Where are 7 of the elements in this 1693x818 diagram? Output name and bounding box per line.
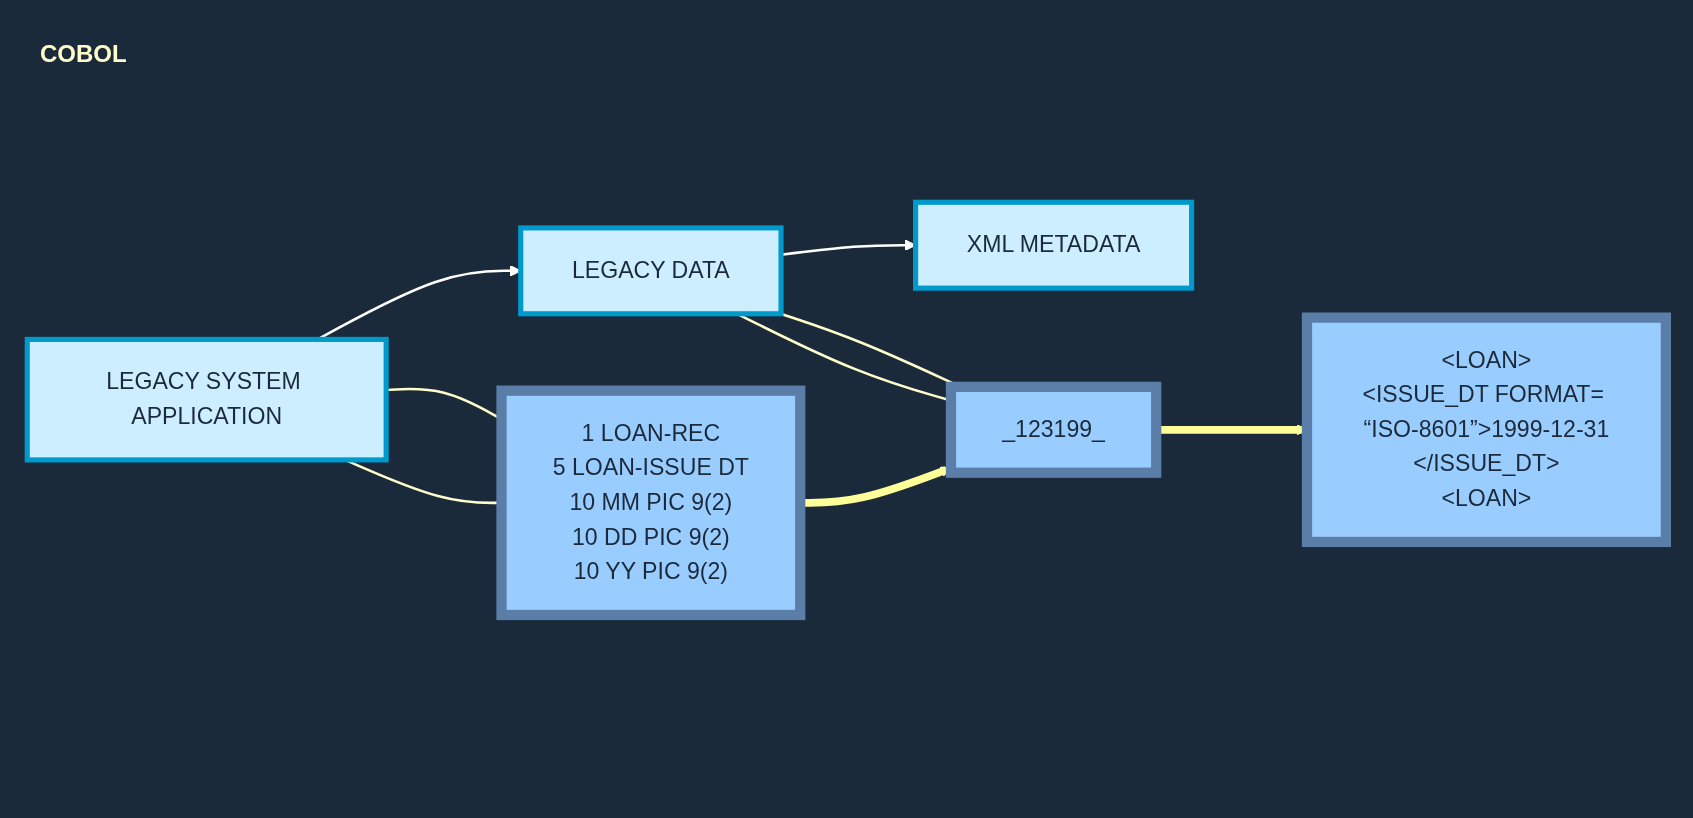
node-box: 1 LOAN-REC 5 LOAN-ISSUE DT 10 MM PIC 9(2) 10 DD PIC 9(2) 10 YY PIC 9(2) [496, 385, 806, 621]
node-box: LEGACY SYSTEM APPLICATION [24, 337, 389, 463]
node-box: <LOAN> <ISSUE_DT FORMAT= “ISO-8601”>1999-12-31 </ISSUE_DT> <LOAN> [1301, 312, 1671, 548]
node-box: _123199_ [945, 382, 1162, 479]
node-box: LEGACY DATA [518, 225, 784, 317]
language-label: COBOL [40, 40, 127, 68]
node-box: XML METADATA [912, 200, 1195, 292]
